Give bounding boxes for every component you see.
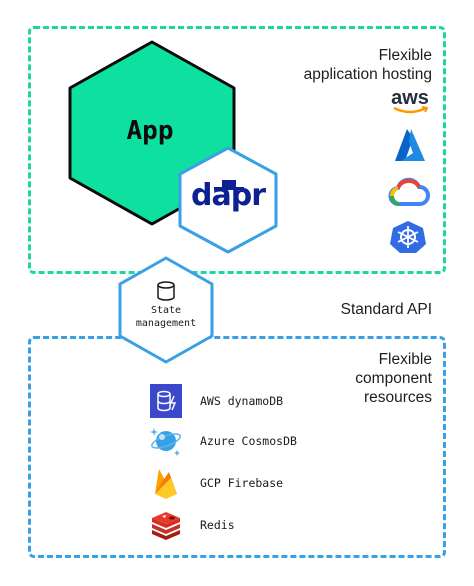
- redis-icon: [152, 512, 180, 540]
- component-row-dynamodb: AWS dynamoDB: [150, 384, 283, 418]
- components-label-line3: resources: [363, 389, 432, 406]
- firebase-icon: [155, 469, 177, 499]
- state-line1: State: [150, 305, 182, 316]
- dapr-hexagon: [178, 146, 278, 254]
- state-management-label: State management: [118, 304, 214, 330]
- aws-text: aws: [391, 87, 429, 109]
- aws-icon: aws: [388, 88, 432, 118]
- state-line2: management: [135, 318, 197, 329]
- components-label-line1: Flexible: [378, 351, 432, 368]
- component-label-redis: Redis: [200, 518, 235, 532]
- kubernetes-icon: [390, 221, 426, 253]
- dapr-logo: dapr: [191, 178, 266, 213]
- standard-api-label: Standard API: [340, 301, 432, 318]
- google-cloud-icon: [388, 177, 430, 206]
- component-row-redis: Redis: [150, 508, 235, 542]
- component-label-dynamodb: AWS dynamoDB: [200, 394, 284, 408]
- hosting-label-line2: application hosting: [303, 66, 432, 83]
- dapr-hat-icon: [222, 180, 236, 188]
- dynamodb-icon: [150, 384, 182, 418]
- components-label-line2: component: [355, 370, 432, 387]
- cosmosdb-icon: [150, 428, 181, 456]
- component-label-cosmosdb: Azure CosmosDB: [200, 434, 297, 448]
- azure-icon: [395, 129, 425, 161]
- component-label-firebase: GCP Firebase: [200, 476, 284, 490]
- hosting-label-line1: Flexible: [378, 47, 432, 64]
- state-management-hexagon: [118, 256, 214, 364]
- database-icon: [157, 281, 175, 301]
- components-section: [28, 336, 446, 558]
- hosting-label: Flexible application hosting: [304, 46, 432, 84]
- component-row-cosmosdb: Azure CosmosDB: [150, 424, 297, 458]
- component-row-firebase: GCP Firebase: [150, 466, 283, 500]
- app-label: App: [126, 116, 174, 146]
- components-label: Flexible component resources: [355, 350, 432, 407]
- hosting-section: [28, 26, 446, 274]
